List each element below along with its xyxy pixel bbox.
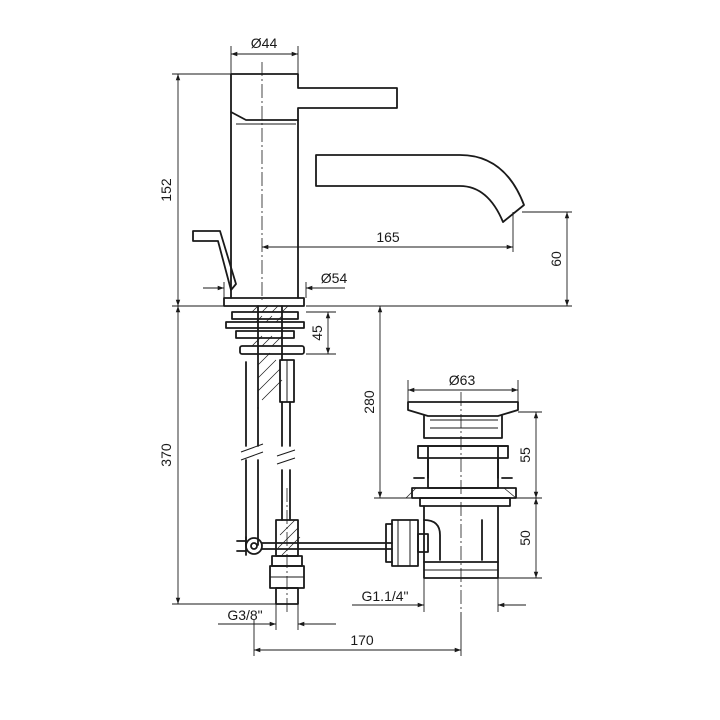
supply-connector xyxy=(269,488,305,612)
label-waste-upper: 55 xyxy=(517,447,533,463)
lever-handle xyxy=(230,73,398,121)
dimension-lines xyxy=(172,46,572,656)
label-drain-offset: 280 xyxy=(361,390,377,414)
label-body-diameter: Ø44 xyxy=(251,35,278,51)
mounting-assembly xyxy=(225,305,305,409)
waste-assembly xyxy=(385,392,519,612)
flexible-hose xyxy=(240,361,301,556)
base-flange xyxy=(223,297,305,307)
label-centre-distance: 170 xyxy=(350,632,374,648)
label-waste-thread: G1.1/4" xyxy=(362,588,409,604)
body-cylinder xyxy=(230,111,299,299)
label-height: 152 xyxy=(158,178,174,202)
popup-rod xyxy=(192,230,237,291)
label-waste-lower: 50 xyxy=(517,530,533,546)
label-flexible-length: 370 xyxy=(158,443,174,467)
label-base-diameter: Ø54 xyxy=(321,270,348,286)
dimension-labels: Ø44 152 165 60 Ø54 45 370 280 Ø63 55 50 … xyxy=(158,35,564,648)
rod-joint xyxy=(236,536,393,556)
label-waste-diameter: Ø63 xyxy=(449,372,476,388)
label-spout-clearance: 60 xyxy=(548,251,564,267)
spout xyxy=(315,154,525,223)
faucet-body xyxy=(192,62,525,307)
label-spout-reach: 165 xyxy=(376,229,400,245)
label-supply-thread: G3/8" xyxy=(227,607,262,623)
label-mount-thickness: 45 xyxy=(309,325,325,341)
